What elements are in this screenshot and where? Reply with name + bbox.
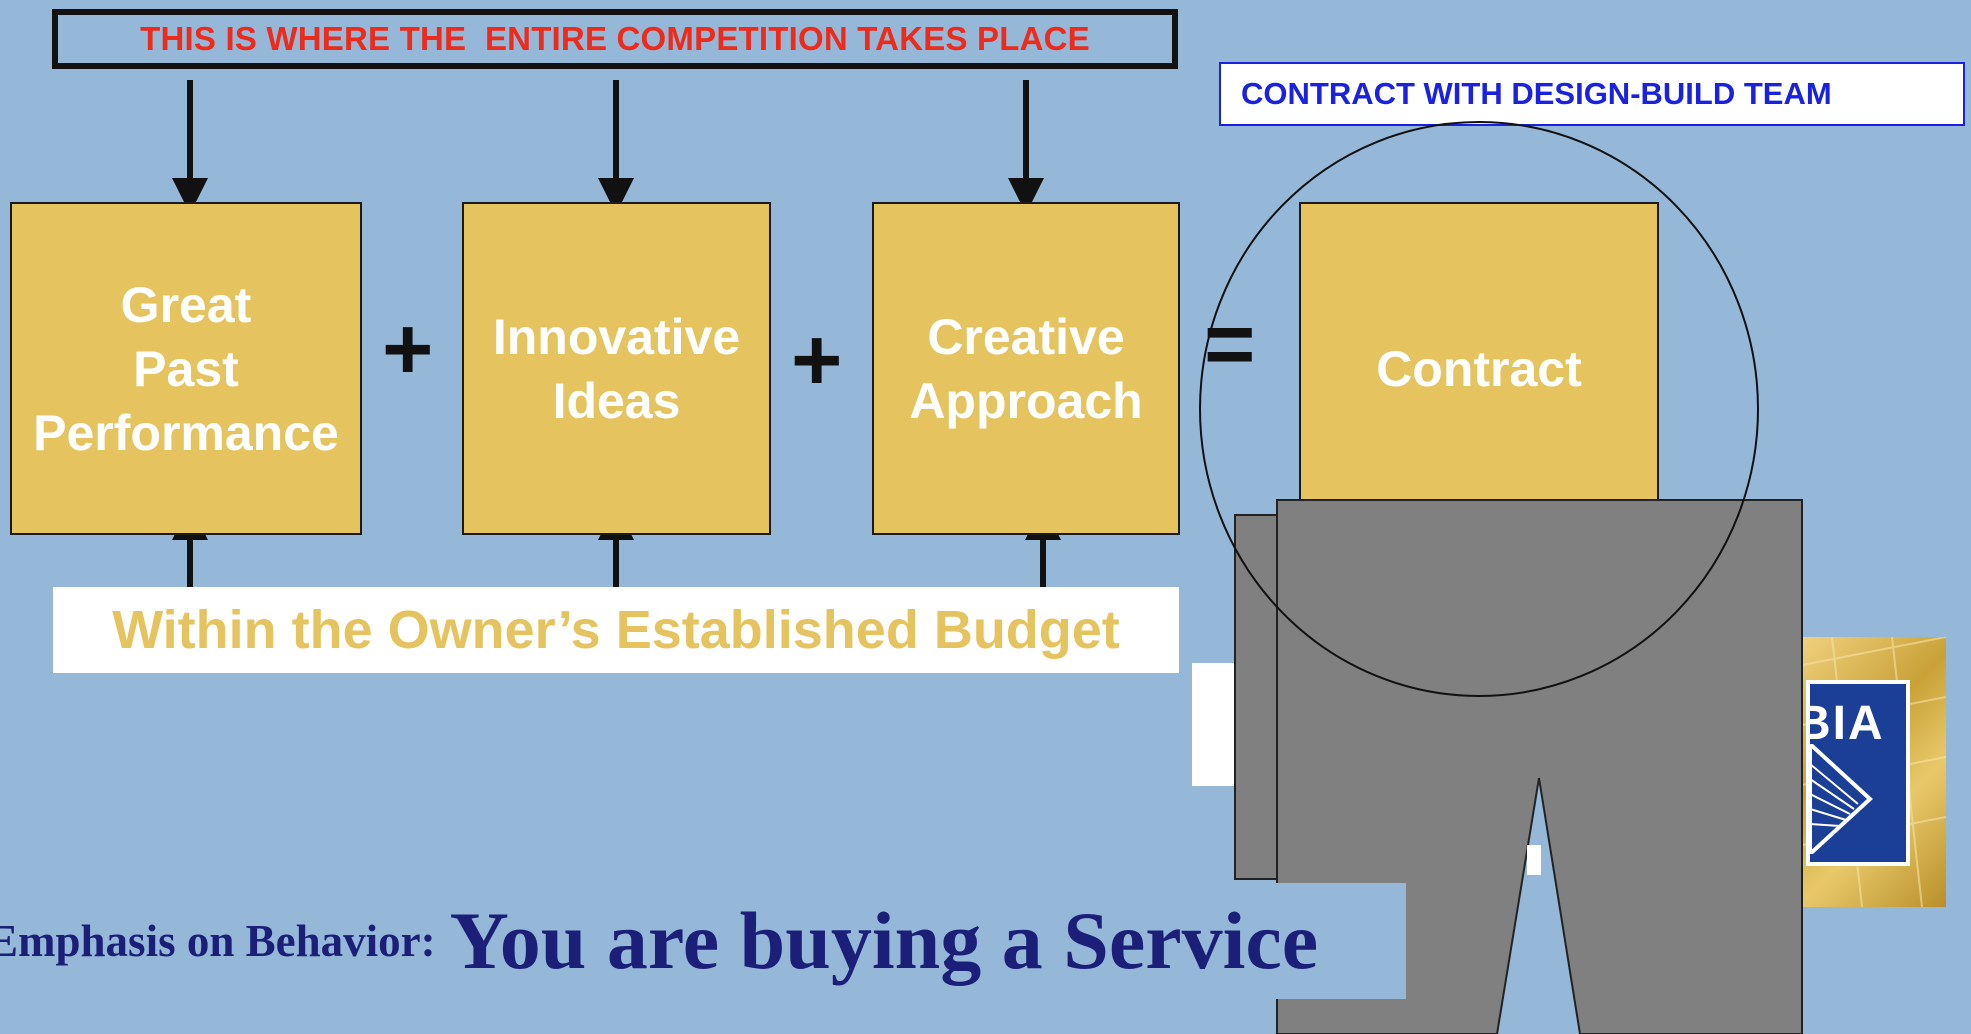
logo-panel: BIA (1806, 680, 1910, 866)
budget-banner: Within the Owner’s Established Budget (53, 587, 1179, 673)
emphasis-prefix: Emphasis on Behavior: (0, 916, 436, 966)
emphasis-main: You are buying a Service (449, 895, 1319, 986)
box-great-past-performance: Great Past Performance (10, 202, 362, 535)
plus-operator-2: + (791, 310, 843, 409)
contract-team-label-text: CONTRACT WITH DESIGN-BUILD TEAM (1241, 76, 1832, 111)
box-creative-approach: Creative Approach (872, 202, 1180, 535)
box-label: Innovative Ideas (492, 308, 741, 429)
box-innovative-ideas: Innovative Ideas (462, 202, 771, 535)
contract-team-label: CONTRACT WITH DESIGN-BUILD TEAM (1219, 62, 1965, 126)
budget-banner-text: Within the Owner’s Established Budget (112, 600, 1120, 660)
competition-banner-text: THIS IS WHERE THE ENTIRE COMPETITION TAK… (140, 20, 1090, 57)
plus-operator-1: + (382, 299, 434, 398)
white-chip (1527, 845, 1541, 875)
box-label: Creative Approach (909, 308, 1143, 429)
box-label: Great Past Performance (33, 276, 339, 461)
competition-banner: THIS IS WHERE THE ENTIRE COMPETITION TAK… (52, 9, 1178, 69)
gray-side-panel (1234, 514, 1280, 880)
logo-text: BIA (1810, 697, 1885, 750)
logo-mark-icon (1810, 744, 1873, 854)
emphasis-banner: Emphasis on Behavior: You are buying a S… (0, 883, 1406, 999)
